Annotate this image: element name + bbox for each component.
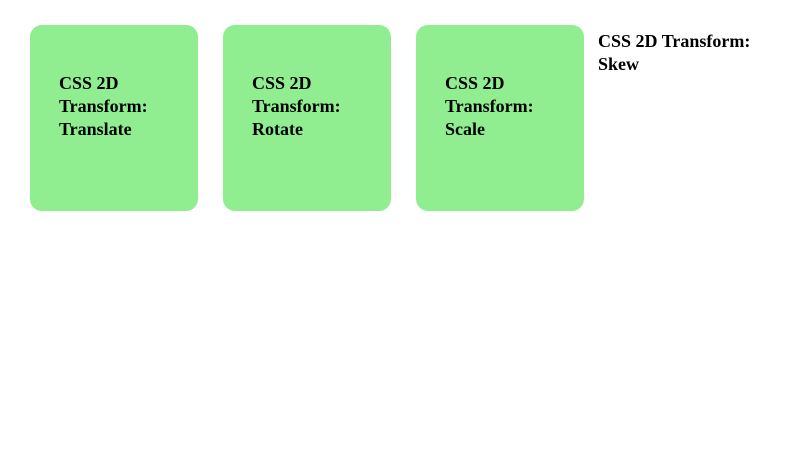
transform-card-label: CSS 2D Transform: Rotate [252,73,341,139]
transform-card-translate[interactable]: CSS 2D Transform: Translate [30,25,198,211]
transform-card-label: CSS 2D Transform: Translate [59,73,148,139]
transform-card-label: CSS 2D Transform: Skew [598,31,751,74]
transform-card-skew[interactable]: CSS 2D Transform: Skew [598,25,798,211]
transform-card-label: CSS 2D Transform: Scale [445,73,534,139]
transform-card-rotate[interactable]: CSS 2D Transform: Rotate [223,25,391,211]
transform-card-scale[interactable]: CSS 2D Transform: Scale [416,25,584,211]
